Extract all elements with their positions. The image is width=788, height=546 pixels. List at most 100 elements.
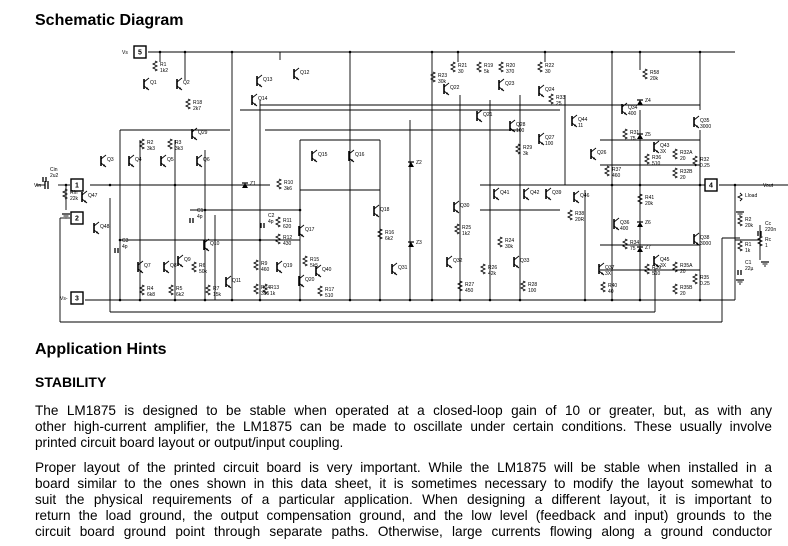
junction-dot — [518, 298, 522, 302]
wire — [493, 187, 500, 193]
transistor-q22-arrow — [446, 92, 449, 95]
component-label-q42: Q42 — [530, 190, 540, 196]
component-label-q28: Q28 — [516, 122, 526, 128]
junction-dot — [138, 298, 142, 302]
transistor-q18-arrow — [376, 214, 379, 217]
junction-dot — [698, 183, 702, 187]
component-label-r4: R4 — [147, 286, 154, 292]
terminal-label: Vs- — [60, 296, 68, 302]
resistor-r3 — [166, 138, 174, 150]
wire — [538, 132, 545, 138]
component-label-r27: R27 — [465, 282, 474, 288]
transistor-q46-arrow — [576, 200, 579, 203]
resistor-r14 — [252, 283, 260, 295]
component-label-r20: R20 — [506, 63, 515, 69]
component-value-r13: 1k — [270, 291, 276, 297]
transistor-q28-arrow — [512, 129, 515, 132]
resistor-r29 — [514, 143, 522, 155]
component-value-r35a: 20 — [680, 269, 686, 275]
resistor-r5 — [167, 284, 175, 296]
wire — [177, 254, 184, 260]
load-resistor — [736, 192, 743, 202]
component-label-q24: Q24 — [545, 87, 555, 93]
component-value-r2: 3k3 — [147, 146, 155, 152]
component-value-r35b: 20 — [680, 291, 686, 297]
component-value-q45: 3X — [660, 263, 667, 269]
component-label-r15: R15 — [310, 257, 319, 263]
component-label-r11: R11 — [283, 218, 292, 224]
transistor-q38-arrow — [696, 242, 699, 245]
component-label-c3: C3 — [122, 238, 129, 244]
transistor-q11-arrow — [228, 285, 231, 288]
component-value-r9: 460 — [261, 267, 270, 273]
junction-dot — [203, 208, 207, 212]
junction-dot — [118, 238, 122, 242]
resistor-r35a — [671, 261, 679, 273]
wire — [476, 109, 483, 115]
zener-z3 — [408, 242, 414, 247]
component-label-r37: R37 — [612, 167, 621, 173]
transistor-q7-arrow — [140, 270, 143, 273]
junction-dot — [298, 298, 302, 302]
junction-dot — [173, 298, 177, 302]
component-value-rc: 1 — [765, 243, 768, 249]
component-label-q36: Q36 — [620, 220, 630, 226]
component-value-r4: 6k8 — [147, 292, 155, 298]
zener-z5 — [637, 134, 643, 139]
terminal-label: Vin — [34, 183, 41, 189]
wire — [298, 274, 305, 280]
component-value-r36: 510 — [652, 161, 661, 167]
junction-dot — [458, 298, 462, 302]
component-label-r41: R41 — [645, 195, 654, 201]
resistor-r33 — [547, 93, 555, 105]
transistor-q32-arrow — [449, 265, 452, 268]
resistor-r32 — [691, 155, 699, 167]
component-label-q27: Q27 — [545, 135, 555, 141]
resistor-r16 — [376, 228, 384, 240]
wire — [571, 114, 578, 120]
text-line: board similar to the ones shown in this … — [35, 476, 772, 491]
junction-dot — [64, 183, 68, 187]
component-label-z6: Z6 — [645, 220, 651, 226]
component-value-r3: 3k3 — [175, 146, 183, 152]
component-label-q20: Q20 — [305, 277, 315, 283]
component-value-r5: 6k2 — [176, 292, 184, 298]
resistor-r37 — [603, 165, 611, 177]
wire — [100, 154, 107, 160]
component-value-r6: 50k — [199, 269, 208, 275]
resistor-r28 — [519, 280, 527, 292]
junction-dot — [298, 208, 302, 212]
pin-1-box — [70, 178, 84, 192]
wire — [298, 224, 305, 230]
transistor-q9-arrow — [180, 264, 183, 267]
transistor-q29-arrow — [194, 137, 197, 140]
component-value-r33: 25 — [556, 101, 562, 107]
component-value-r35: 0.25 — [700, 281, 710, 287]
wire — [598, 262, 605, 268]
component-label-r2: R2 — [745, 217, 752, 223]
component-label-z5: Z5 — [645, 132, 651, 138]
component-label-q3: Q3 — [107, 157, 114, 163]
resistor-rin — [61, 188, 69, 200]
text-line: circuit board ground point through separ… — [35, 524, 772, 539]
wire — [203, 238, 210, 244]
resistor-r4 — [138, 284, 146, 296]
component-label-lload: Lload — [745, 193, 757, 199]
resistor-r34 — [621, 238, 629, 250]
transistor-q30-arrow — [456, 210, 459, 213]
transistor-q2-arrow — [179, 87, 182, 90]
junction-dot — [378, 298, 382, 302]
transistor-q26-arrow — [593, 157, 596, 160]
pin-3-box — [70, 291, 84, 305]
component-label-z3: Z3 — [416, 240, 422, 246]
wire — [311, 149, 318, 155]
wire — [191, 127, 198, 133]
resistor-r2 — [138, 138, 146, 150]
component-value-q37: 3X — [605, 271, 612, 277]
pin-1-label: 1 — [75, 183, 79, 190]
wire — [256, 74, 263, 80]
wire — [513, 255, 520, 261]
resistor-r12 — [274, 233, 282, 245]
component-value-r29: 3k — [523, 151, 529, 157]
component-label-z7: Z7 — [645, 245, 651, 251]
